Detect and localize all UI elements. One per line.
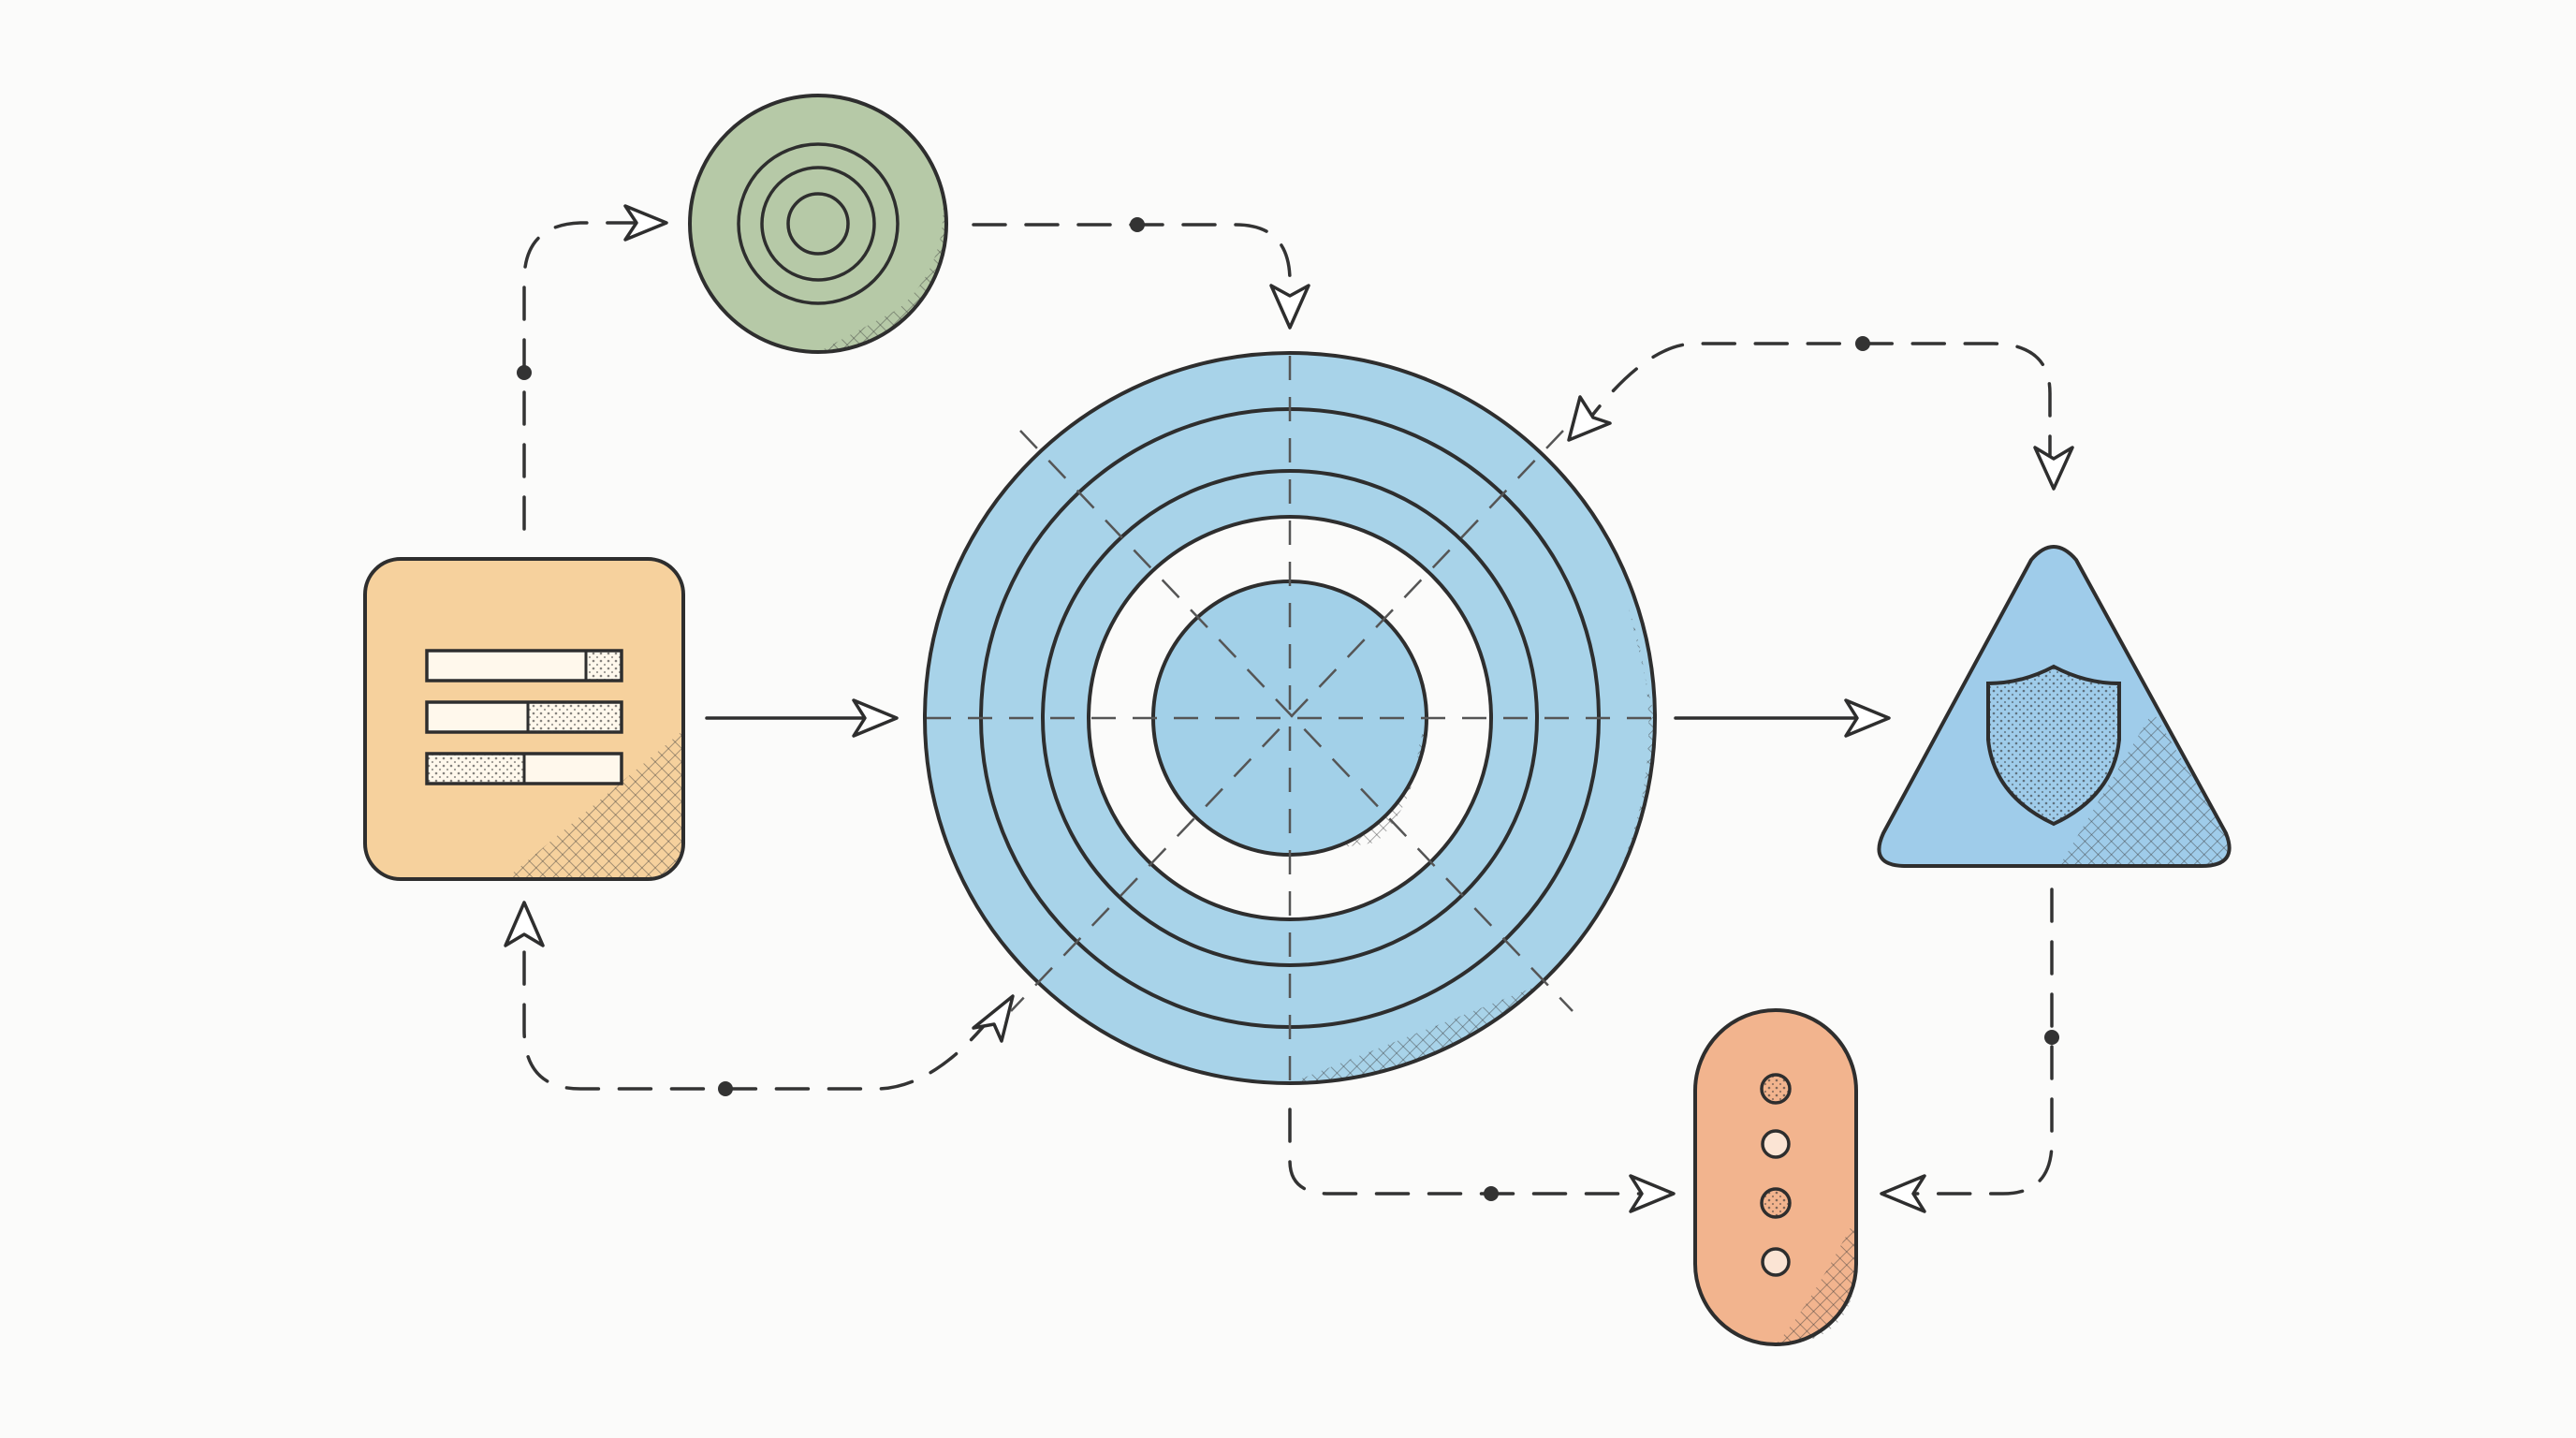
status-dot-empty <box>1761 1247 1791 1277</box>
list-bars-icon <box>425 649 623 785</box>
arrowhead-icon <box>1567 395 1612 442</box>
status-dot-filled <box>1760 1187 1792 1219</box>
dots-pill-icon <box>1760 1073 1792 1277</box>
list-panel-node[interactable] <box>363 557 685 881</box>
arrowhead-icon <box>1629 1174 1676 1213</box>
connector-target-to-hub <box>972 217 1310 330</box>
connector-hub-to-pill <box>1288 1108 1676 1213</box>
status-pill-node[interactable] <box>1693 1008 1858 1346</box>
security-node[interactable] <box>1877 545 2232 868</box>
status-dot-filled <box>1760 1073 1792 1105</box>
arrowhead-icon <box>504 901 545 947</box>
connector-dot <box>1130 217 1145 232</box>
connector-security-to-hub <box>1567 336 2074 491</box>
connector-panel-to-hub <box>705 698 899 738</box>
arrowhead-icon <box>972 994 1015 1043</box>
crosshair-guides <box>927 356 1653 1086</box>
connector-panel-to-target <box>517 204 668 531</box>
arrowhead-icon <box>1880 1174 1926 1213</box>
connector-dot <box>1855 336 1870 351</box>
arrowhead-icon <box>623 204 668 242</box>
connector-hub-to-panel-loop <box>504 901 1015 1096</box>
connector-dot <box>718 1081 733 1096</box>
concentric-target-icon <box>737 142 900 305</box>
connector-dot <box>2044 1030 2059 1045</box>
connector-security-to-pill <box>1880 888 2059 1213</box>
arrowhead-icon <box>2033 446 2074 491</box>
shield-icon <box>1986 664 2121 827</box>
status-dot-empty <box>1761 1129 1791 1159</box>
arrowhead-icon <box>852 698 899 738</box>
hub-node[interactable] <box>923 351 1657 1086</box>
connector-hub-to-security <box>1674 698 1891 738</box>
arrowhead-icon <box>1269 284 1310 330</box>
connector-dot <box>1484 1186 1499 1201</box>
target-node[interactable] <box>688 94 948 354</box>
arrowhead-icon <box>1844 698 1891 738</box>
connector-dot <box>517 365 532 380</box>
